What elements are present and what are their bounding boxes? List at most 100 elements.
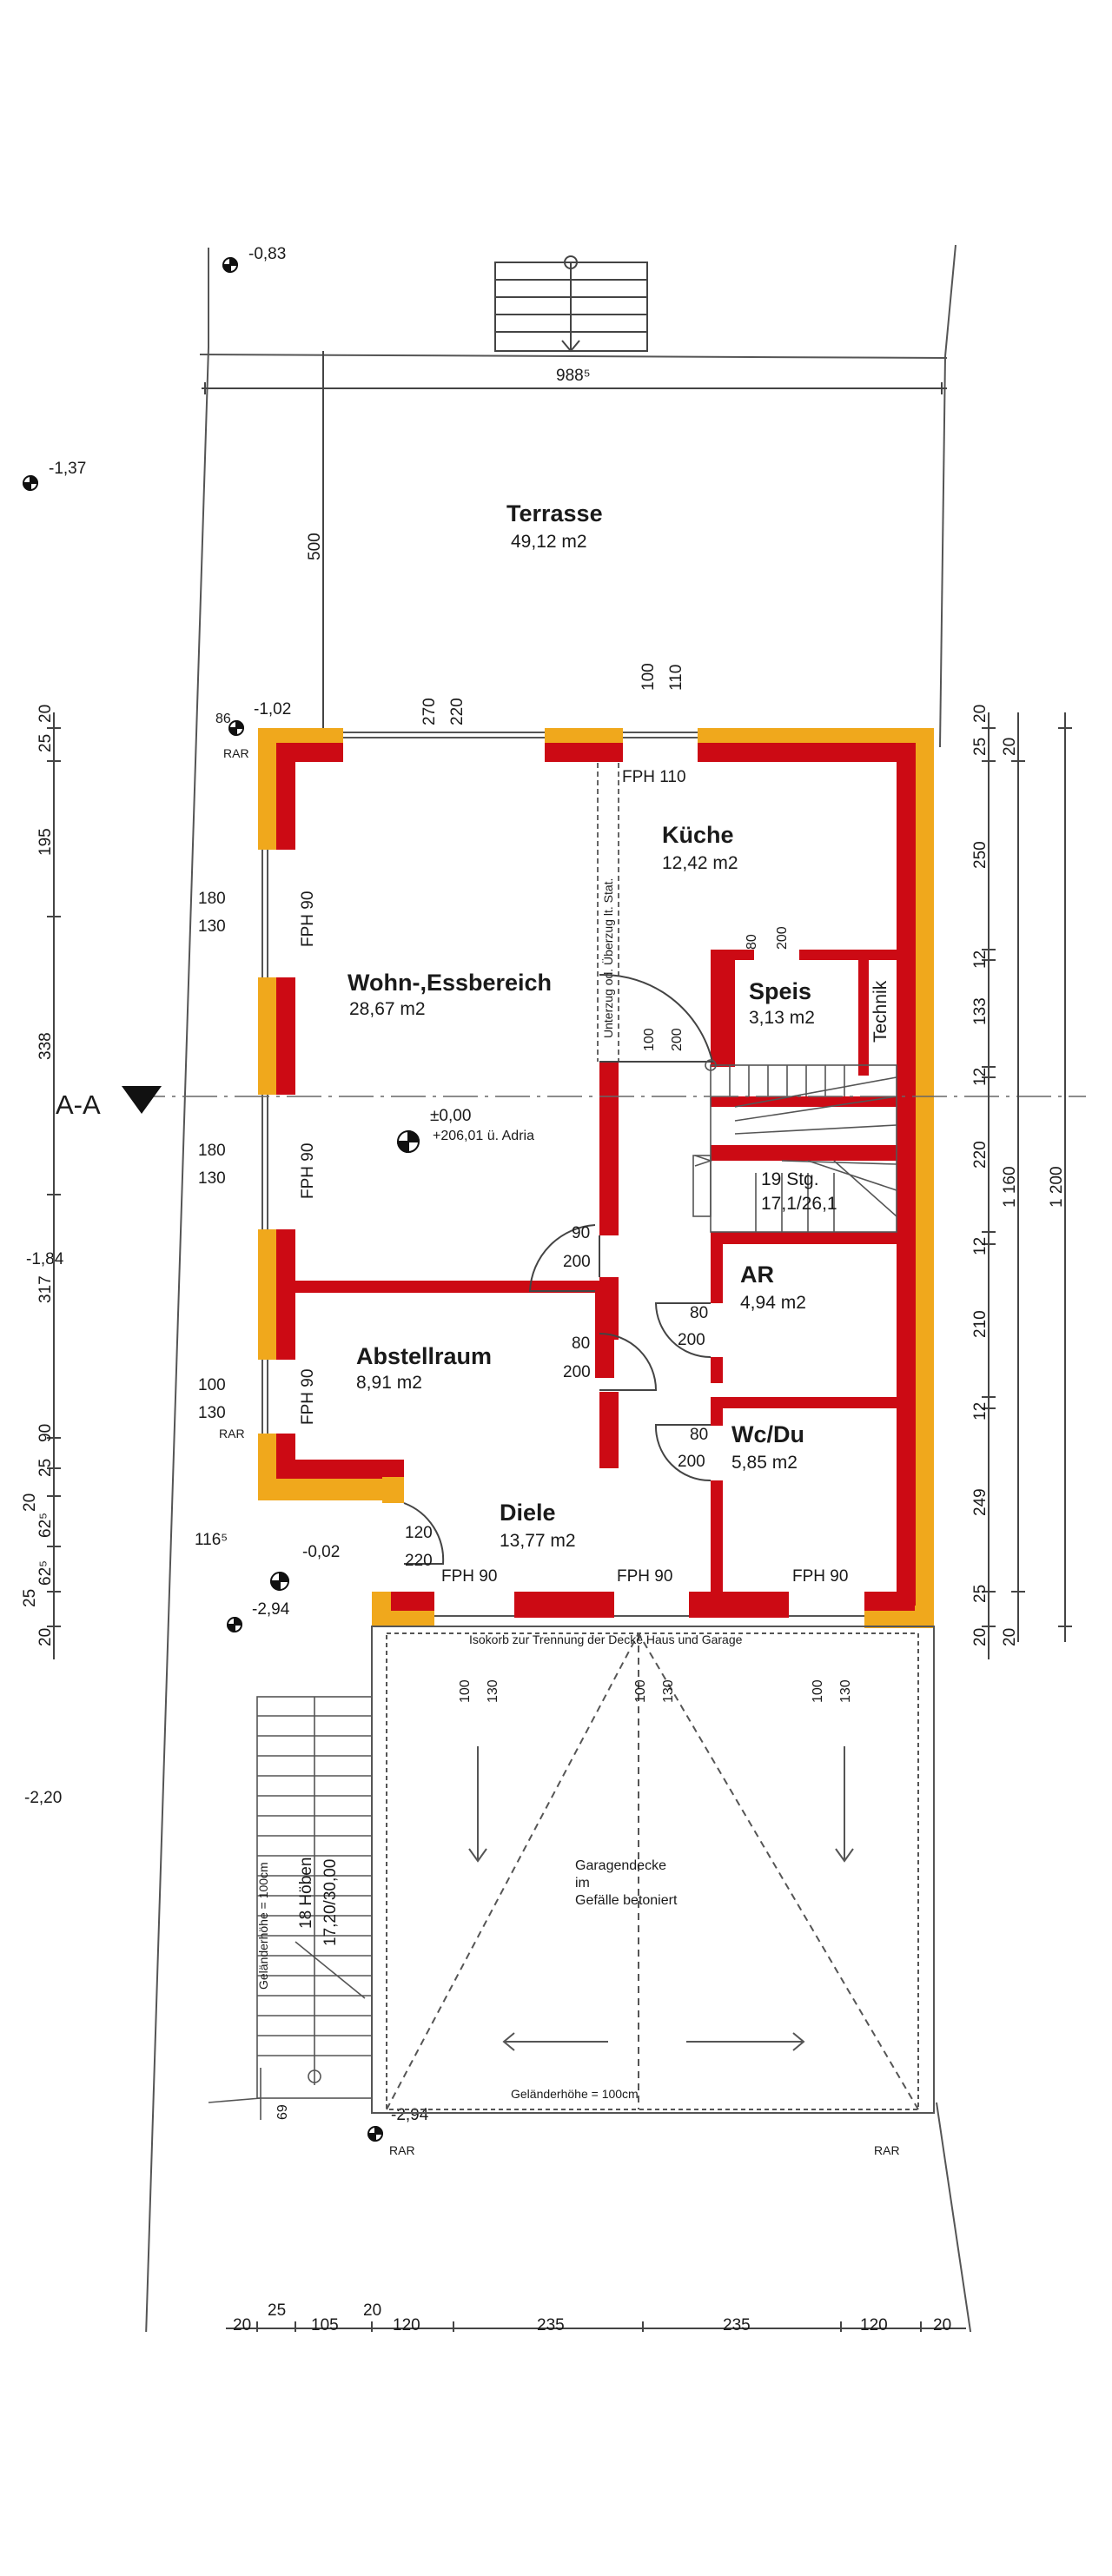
stair-steps: 19 Stg. — [761, 1169, 819, 1189]
room-ar-area: 4,94 m2 — [740, 1293, 806, 1313]
room-kueche-name: Küche — [662, 822, 734, 848]
rdim-20-d: 20 — [1001, 1628, 1019, 1646]
dim-200-wohndoor: 200 — [563, 1253, 591, 1271]
gdim-130-a: 130 — [486, 1679, 500, 1703]
ldim-338: 338 — [36, 1032, 55, 1060]
dim-69: 69 — [275, 2104, 290, 2120]
ldim-62-5-b: 62⁵ — [36, 1560, 55, 1586]
dim-220-entry: 220 — [405, 1552, 433, 1570]
bdim-20-c: 20 — [933, 2316, 951, 2334]
dim-220-top: 220 — [448, 698, 467, 725]
fph-90-a: FPH 90 — [299, 891, 317, 947]
fph-90-d: FPH 90 — [441, 1567, 497, 1586]
gdim-100-a: 100 — [458, 1679, 473, 1703]
dim-988: 988⁵ — [556, 367, 591, 385]
dim-180-b: 180 — [198, 1142, 226, 1160]
fph-90-f: FPH 90 — [792, 1567, 848, 1586]
stair-ratio: 17,1/26,1 — [761, 1194, 837, 1214]
dim-200-ar: 200 — [678, 1331, 705, 1349]
room-terrasse-area: 49,12 m2 — [511, 532, 587, 552]
dim-86: 86 — [215, 712, 231, 726]
bdim-20-a: 20 — [233, 2316, 251, 2334]
gelaender-side: Geländerhöhe = 100cm — [256, 1862, 270, 1990]
rdim-1200: 1 200 — [1048, 1166, 1066, 1208]
bottom-crop — [0, 2332, 1112, 2576]
gelaender-bottom: Geländerhöhe = 100cm — [511, 2087, 639, 2101]
dim-200-abstell: 200 — [563, 1363, 591, 1381]
ldim-20-c: 20 — [36, 1628, 55, 1646]
bdim-105: 105 — [311, 2316, 339, 2334]
gdim-100-c: 100 — [811, 1679, 825, 1703]
rdim-12-a: 12 — [971, 950, 990, 969]
ext-stair-steps: 18 Höben — [297, 1858, 315, 1929]
rar-top: RAR — [223, 746, 249, 760]
section-marker-icon — [122, 1086, 162, 1114]
gdim-130-b: 130 — [661, 1679, 676, 1703]
room-terrasse-name: Terrasse — [506, 500, 603, 526]
gdim-130-c: 130 — [838, 1679, 853, 1703]
garage-note-2: im — [575, 1876, 590, 1891]
dim-80-wc: 80 — [690, 1426, 708, 1444]
exterior-walls — [258, 728, 934, 1628]
dim-500: 500 — [306, 533, 324, 560]
bdim-25: 25 — [268, 2301, 286, 2320]
ldim-25-c: 25 — [21, 1589, 39, 1607]
isokorb-label: Isokorb zur Trennung der Decke Haus und … — [469, 1632, 743, 1646]
dim-120-entry: 120 — [405, 1524, 433, 1542]
dim-270: 270 — [420, 698, 439, 725]
bdim-235-b: 235 — [723, 2316, 751, 2334]
level-220: -2,20 — [24, 1789, 62, 1807]
dim-110-top: 110 — [667, 665, 685, 691]
level-083: -0,83 — [248, 245, 286, 263]
ldim-25-b: 25 — [36, 1459, 55, 1477]
level-184: -1,84 — [26, 1250, 64, 1268]
dim-90-wohndoor: 90 — [572, 1224, 590, 1242]
level-294b: -2,94 — [391, 2106, 429, 2124]
ldim-25-a: 25 — [36, 734, 55, 752]
bdim-235-a: 235 — [537, 2316, 565, 2334]
dim-80-speis: 80 — [745, 934, 759, 950]
dim-130-c: 130 — [198, 1404, 226, 1422]
unterzug-beam — [597, 763, 619, 1062]
garage-note-3: Gefälle betoniert — [575, 1893, 678, 1908]
rar-left: RAR — [219, 1427, 245, 1440]
dim-180-a: 180 — [198, 890, 226, 908]
ldim-62-5-a: 62⁵ — [36, 1513, 55, 1538]
exterior-stair-left — [208, 1696, 373, 2120]
rar-bottom-right: RAR — [874, 2143, 900, 2157]
room-speis-name: Speis — [749, 978, 811, 1004]
room-kueche-area: 12,42 m2 — [662, 853, 738, 873]
zero-level-icon — [396, 1129, 420, 1154]
section-label: A-A — [56, 1089, 101, 1120]
adria-level: +206,01 ü. Adria — [433, 1129, 534, 1143]
interior-walls — [295, 950, 902, 1592]
level-002: -0,02 — [302, 1543, 340, 1561]
top-dimension-lines — [202, 351, 947, 730]
dim-80-ar: 80 — [690, 1304, 708, 1322]
window-lines — [261, 732, 864, 1617]
room-wc-name: Wc/Du — [731, 1421, 804, 1447]
ldim-20-a: 20 — [36, 705, 55, 723]
dim-130-b: 130 — [198, 1169, 226, 1188]
dim-130-a: 130 — [198, 917, 226, 936]
rdim-20-b: 20 — [1001, 738, 1019, 756]
rdim-220: 220 — [971, 1141, 990, 1169]
rar-bottom-left: RAR — [389, 2143, 415, 2157]
rdim-249: 249 — [971, 1488, 990, 1516]
room-wohn-name: Wohn-,Essbereich — [348, 970, 552, 996]
bdim-20-b: 20 — [363, 2301, 381, 2320]
room-abstell-name: Abstellraum — [356, 1343, 492, 1369]
dim-100-kuechedoor: 100 — [642, 1028, 657, 1051]
level-102: -1,02 — [254, 700, 291, 718]
room-ar-name: AR — [740, 1262, 774, 1288]
room-wohn-area: 28,67 m2 — [349, 999, 426, 1019]
dim-116-5: 116⁵ — [195, 1531, 228, 1549]
rdim-12-d: 12 — [971, 1402, 990, 1420]
room-wc-area: 5,85 m2 — [731, 1453, 798, 1473]
rdim-20-c: 20 — [971, 1628, 990, 1646]
ldim-195: 195 — [36, 828, 55, 856]
zero-level: ±0,00 — [430, 1107, 471, 1125]
room-technik-name: Technik — [870, 980, 890, 1043]
level-294a: -2,94 — [252, 1600, 290, 1619]
